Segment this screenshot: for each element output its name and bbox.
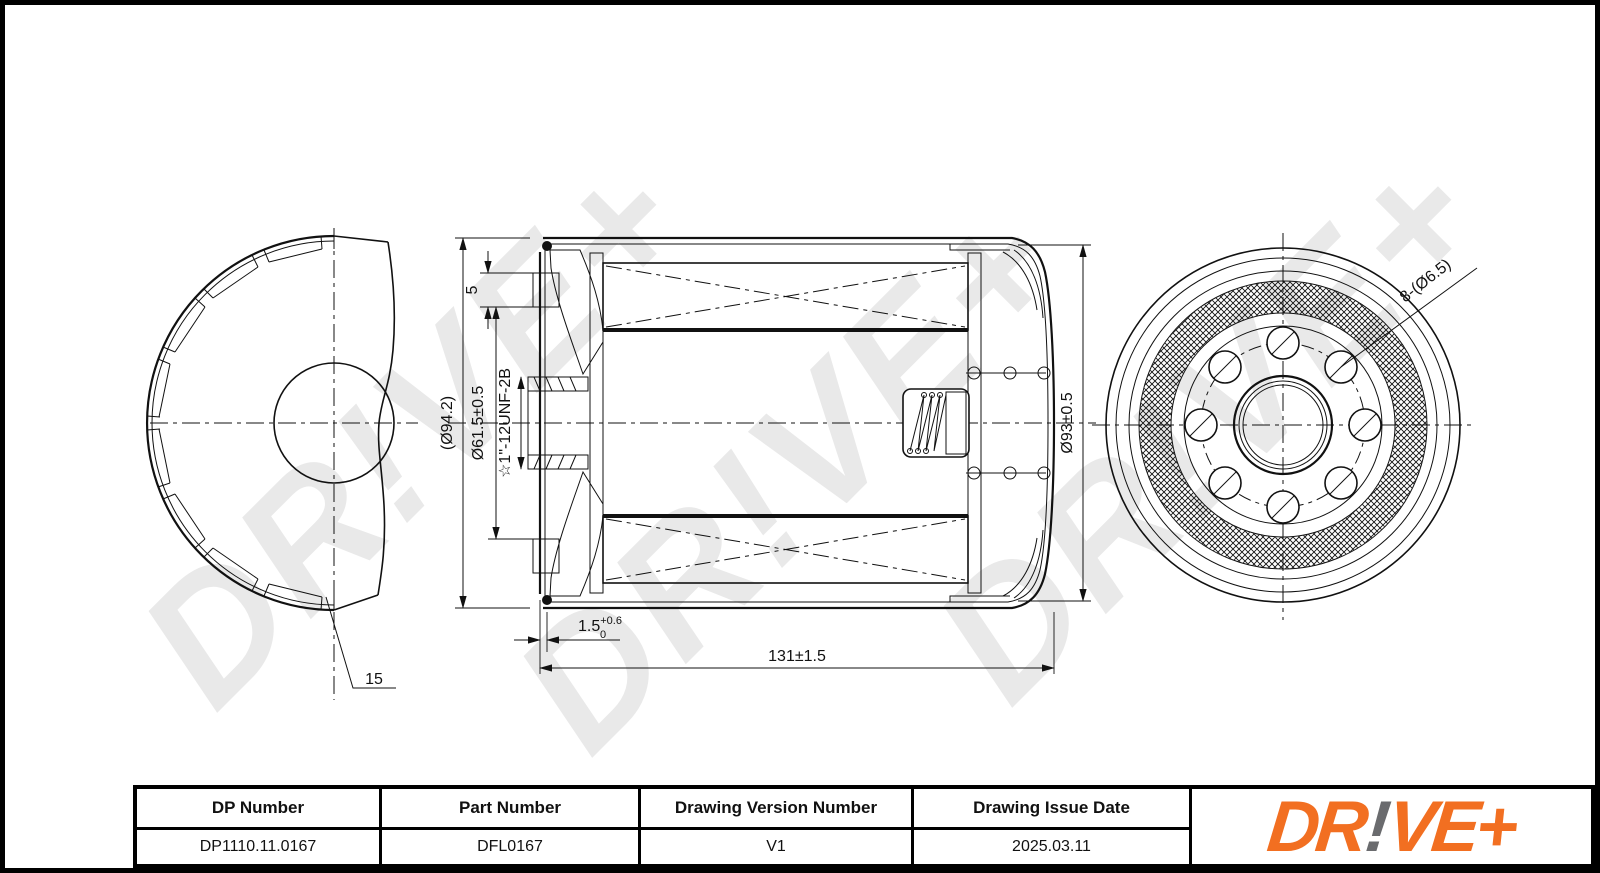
baseplate [527, 241, 604, 605]
section-dimensions: (Ø94.2) 5 Ø61.5±0.5 ☆1"-12UNF-2B 1.5+0.6… [439, 237, 1091, 674]
inlet-holes [1184, 326, 1382, 524]
title-block: DP Number Part Number Drawing Version Nu… [133, 785, 1595, 868]
dim-body-diameter: Ø93±0.5 [1059, 392, 1076, 453]
center-boss-circle [273, 362, 395, 484]
filter-element [589, 252, 982, 594]
value-dp-number: DP1110.11.0167 [137, 830, 382, 864]
section-view: (Ø94.2) 5 Ø61.5±0.5 ☆1"-12UNF-2B 1.5+0.6… [439, 236, 1096, 674]
gasket-section-top [532, 272, 560, 308]
gasket-section-bottom [532, 538, 560, 574]
left-view-end-cap: 15 [145, 228, 418, 700]
dim-total-length: 131±1.5 [768, 648, 826, 665]
leader-line [325, 596, 396, 689]
value-drawing-version: V1 [641, 830, 914, 864]
thread-bore [1232, 374, 1334, 476]
spot-welds [967, 366, 1051, 480]
logo-veplus: VE+ [1384, 786, 1519, 867]
header-dp-number: DP Number [137, 789, 382, 830]
flute-ticks [146, 235, 335, 611]
dim-flange-note: 15 [365, 671, 383, 688]
driveplus-logo: DR!VE+ [1264, 787, 1518, 867]
watermark-layer: DR!VE+ DR!VE+ DR!VE+ [104, 116, 1520, 787]
brand-logo: DR!VE+ [1192, 787, 1591, 867]
header-part-number: Part Number [382, 789, 641, 830]
value-part-number: DFL0167 [382, 830, 641, 864]
value-issue-date: 2025.03.11 [914, 830, 1192, 864]
bypass-spring [902, 388, 970, 458]
dim-outer-diameter: (Ø94.2) [439, 396, 456, 450]
header-drawing-version: Drawing Version Number [641, 789, 914, 830]
logo-dr: DR [1264, 786, 1369, 867]
gasket-ring [1139, 281, 1427, 569]
dim-seal-inner-diameter: Ø61.5±0.5 [470, 386, 487, 461]
dim-thread-spec: ☆1"-12UNF-2B [497, 368, 514, 478]
header-issue-date: Drawing Issue Date [914, 789, 1192, 830]
leader-line [1340, 267, 1478, 368]
dim-seal-height: 5 [464, 285, 481, 294]
